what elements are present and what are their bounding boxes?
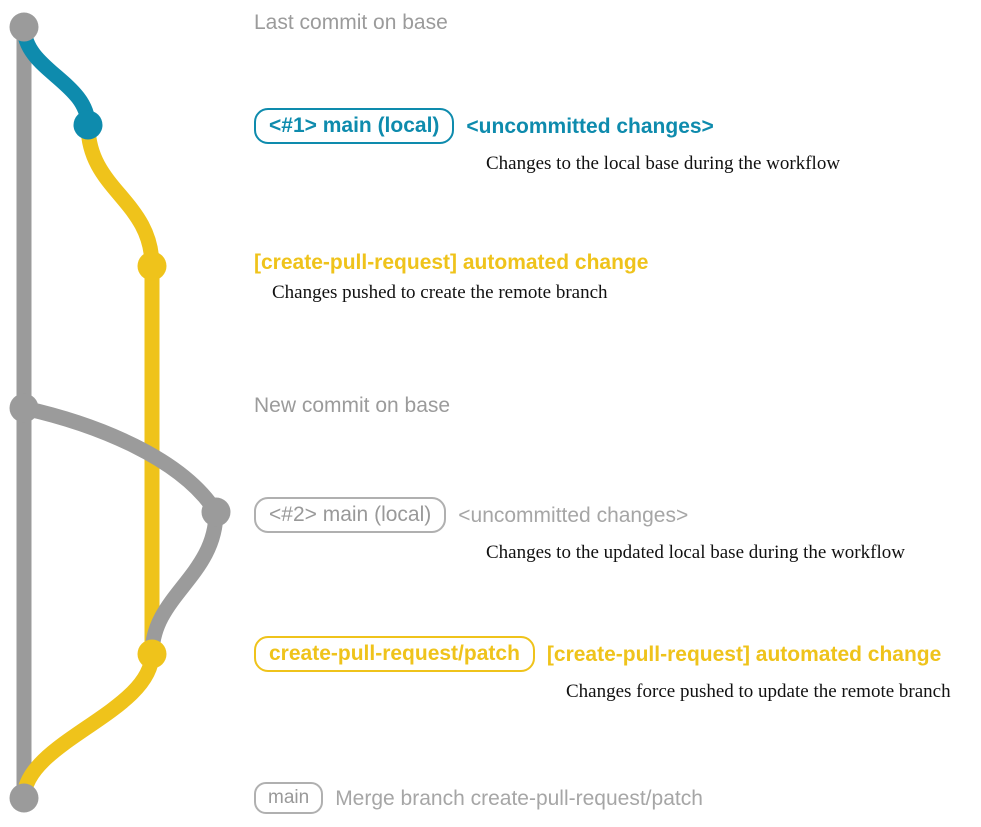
row-head: main Merge branch create-pull-request/pa… [254, 782, 703, 814]
node-local-main-2[interactable] [201, 497, 231, 527]
row-head: <#1> main (local) <uncommitted changes> [254, 108, 840, 144]
node-last-commit-on-base[interactable] [9, 12, 39, 42]
row-head: Last commit on base [254, 12, 448, 33]
row-head: [create-pull-request] automated change [254, 252, 648, 273]
edge-patch2-to-merge [16, 646, 160, 806]
commit-row-last-commit-on-base: Last commit on base [254, 12, 448, 33]
commit-row-new-commit-on-base: New commit on base [254, 395, 450, 416]
commit-row-patch-commit-2: create-pull-request/patch [create-pull-r… [254, 636, 951, 703]
edge-base2-to-local2 [16, 400, 224, 520]
commit-subject: [create-pull-request] automated change [254, 251, 649, 274]
node-local-main-1[interactable] [73, 110, 103, 140]
commit-description: Changes force pushed to update the remot… [566, 681, 951, 702]
node-new-commit-on-base[interactable] [9, 393, 39, 423]
branch-badge-local-main-2[interactable]: <#2> main (local) [254, 497, 447, 533]
commit-subject: Merge branch create-pull-request/patch [335, 786, 703, 810]
node-patch-commit-2[interactable] [137, 639, 167, 669]
node-merge-commit[interactable] [9, 783, 39, 813]
commit-subject: <uncommitted changes> [458, 503, 689, 527]
branch-badge-local-main-1[interactable]: <#1> main (local) [254, 108, 455, 144]
branch-badge-main[interactable]: main [254, 782, 324, 814]
commit-row-patch-commit-1: [create-pull-request] automated change C… [254, 252, 648, 304]
row-head: New commit on base [254, 395, 450, 416]
node-patch-commit-1[interactable] [137, 251, 167, 281]
commit-subject: [create-pull-request] automated change [546, 642, 942, 666]
branch-badge-create-pull-request-patch[interactable]: create-pull-request/patch [254, 636, 535, 672]
edge-local2-to-patch2 [144, 504, 224, 662]
commit-subject: <uncommitted changes> [466, 114, 714, 138]
row-head: <#2> main (local) <uncommitted changes> [254, 497, 905, 533]
row-head: create-pull-request/patch [create-pull-r… [254, 636, 951, 672]
commit-row-local-main-2: <#2> main (local) <uncommitted changes> … [254, 497, 905, 564]
commit-subject: Last commit on base [254, 11, 448, 34]
commit-row-local-main-1: <#1> main (local) <uncommitted changes> … [254, 108, 840, 175]
edge-local1-to-patch1 [80, 117, 160, 274]
commit-row-merge-commit: main Merge branch create-pull-request/pa… [254, 782, 703, 814]
commit-subject: New commit on base [254, 394, 451, 417]
commit-description: Changes pushed to create the remote bran… [272, 282, 608, 303]
commit-description: Changes to the local base during the wor… [486, 153, 841, 174]
commit-description: Changes to the updated local base during… [486, 542, 905, 563]
